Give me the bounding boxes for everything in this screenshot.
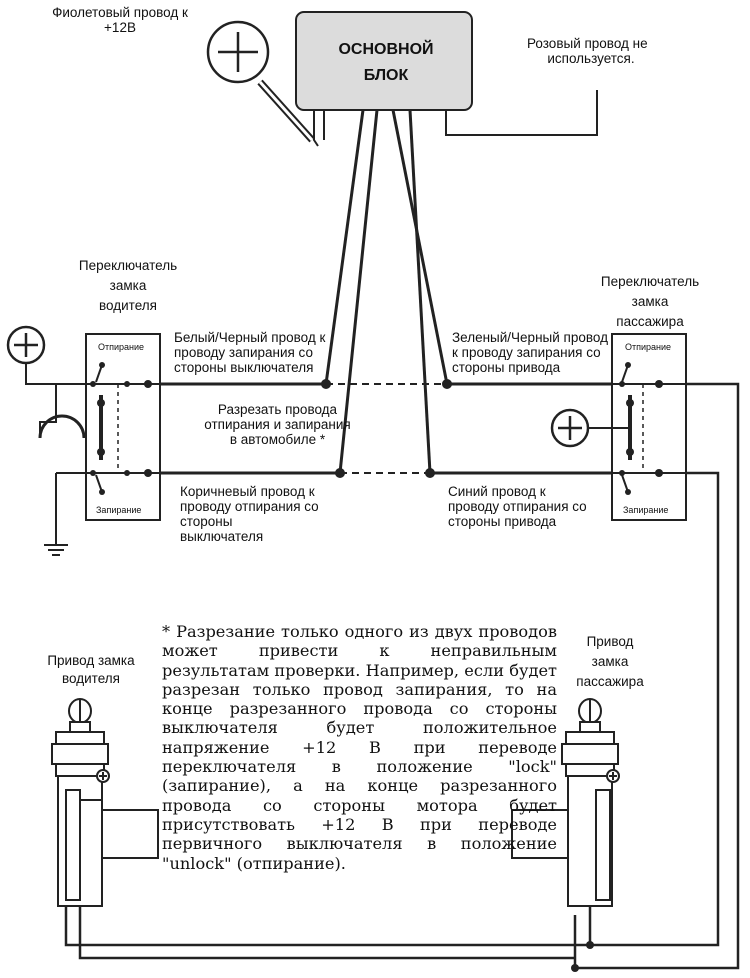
ground-icon xyxy=(44,544,68,556)
main-unit-line2: БЛОК xyxy=(363,67,409,84)
passenger-actuator-label: Привод замка пассажира xyxy=(576,634,644,689)
driver-actuator-label: Привод замка водителя xyxy=(47,653,135,686)
white-black-wire-label: Белый/Черный провод к проводу запирания … xyxy=(174,330,326,375)
actuator-icon xyxy=(51,698,159,907)
driver-unlock-label: Отпирание xyxy=(98,342,145,352)
actuator-icon xyxy=(511,698,620,907)
driver-lock-label: Запирание xyxy=(96,505,142,515)
main-unit-box xyxy=(295,11,473,111)
pink-wire xyxy=(445,90,598,136)
plus-terminal-icon xyxy=(550,408,590,448)
unit-wires xyxy=(324,109,449,474)
purple-wire xyxy=(257,79,325,147)
driver-switch-box xyxy=(85,333,161,521)
plus-terminal-icon xyxy=(6,325,46,365)
passenger-switch-label: Переключатель замка пассажира xyxy=(600,274,700,329)
green-black-wire-label: Зеленый/Черный провод к проводу запирани… xyxy=(452,330,608,375)
blue-wire-label: Синий провод к проводу отпирания со стор… xyxy=(448,484,587,529)
main-unit-line1: ОСНОВНОЙ xyxy=(338,41,434,58)
footnote-text: * Разрезание только одного из двух прово… xyxy=(162,622,557,873)
actuator-wires xyxy=(64,382,740,970)
passenger-lock-label: Запирание xyxy=(623,505,669,515)
brown-wire-label: Коричневый провод к проводу отпирания со… xyxy=(180,484,319,544)
pink-wire-label: Розовый провод не используется. xyxy=(527,36,648,66)
main-unit-title: ОСНОВНОЙ БЛОК xyxy=(300,37,472,89)
passenger-unlock-label: Отпирание xyxy=(625,342,672,352)
driver-switch-label: Переключатель замка водителя xyxy=(78,258,178,313)
cut-wires-label: Разрезать провода отпирания и запирания … xyxy=(204,402,351,447)
plus-terminal-icon xyxy=(206,20,270,84)
purple-wire-label: Фиолетовый провод к +12В xyxy=(52,5,188,35)
driver-power-ground-wiring xyxy=(25,363,93,545)
